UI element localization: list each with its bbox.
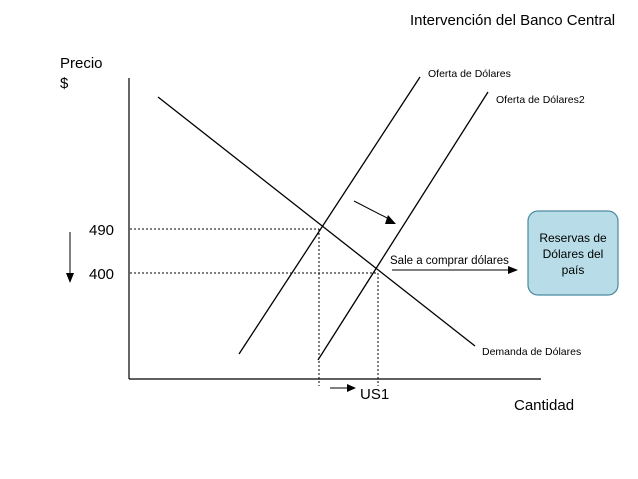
series-label-supply-2: Oferta de Dólares2 bbox=[496, 94, 585, 106]
chart-title: Intervención del Banco Central bbox=[410, 12, 615, 29]
x-axis-label: Cantidad bbox=[514, 397, 574, 414]
annotation-arrow-head bbox=[508, 266, 518, 274]
supply-curve-2 bbox=[317, 91, 489, 361]
y-axis-label: Precio bbox=[60, 55, 103, 72]
x-tick-us1: US1 bbox=[360, 386, 389, 403]
series-label-supply-1: Oferta de Dólares bbox=[428, 68, 511, 80]
annotation-sale: Sale a comprar dólares bbox=[390, 255, 509, 267]
reserves-box bbox=[527, 210, 619, 296]
series-label-demand: Demanda de Dólares bbox=[482, 346, 581, 358]
demand-curve bbox=[157, 96, 476, 347]
reserves-box-line-3: país bbox=[562, 263, 585, 277]
quantity-arrow-head bbox=[347, 384, 356, 392]
supply-shift-arrow bbox=[353, 200, 392, 221]
supply-shift-arrow-head bbox=[385, 215, 396, 224]
reserves-box-line-2: Dólares del bbox=[543, 247, 604, 261]
price-down-arrow-head bbox=[66, 273, 74, 283]
y-axis-unit: $ bbox=[60, 75, 69, 92]
reserves-box-line-1: Reservas de bbox=[539, 231, 607, 245]
supply-curve-1 bbox=[238, 76, 421, 355]
y-tick-490: 490 bbox=[89, 222, 114, 239]
y-tick-400: 400 bbox=[89, 266, 114, 283]
